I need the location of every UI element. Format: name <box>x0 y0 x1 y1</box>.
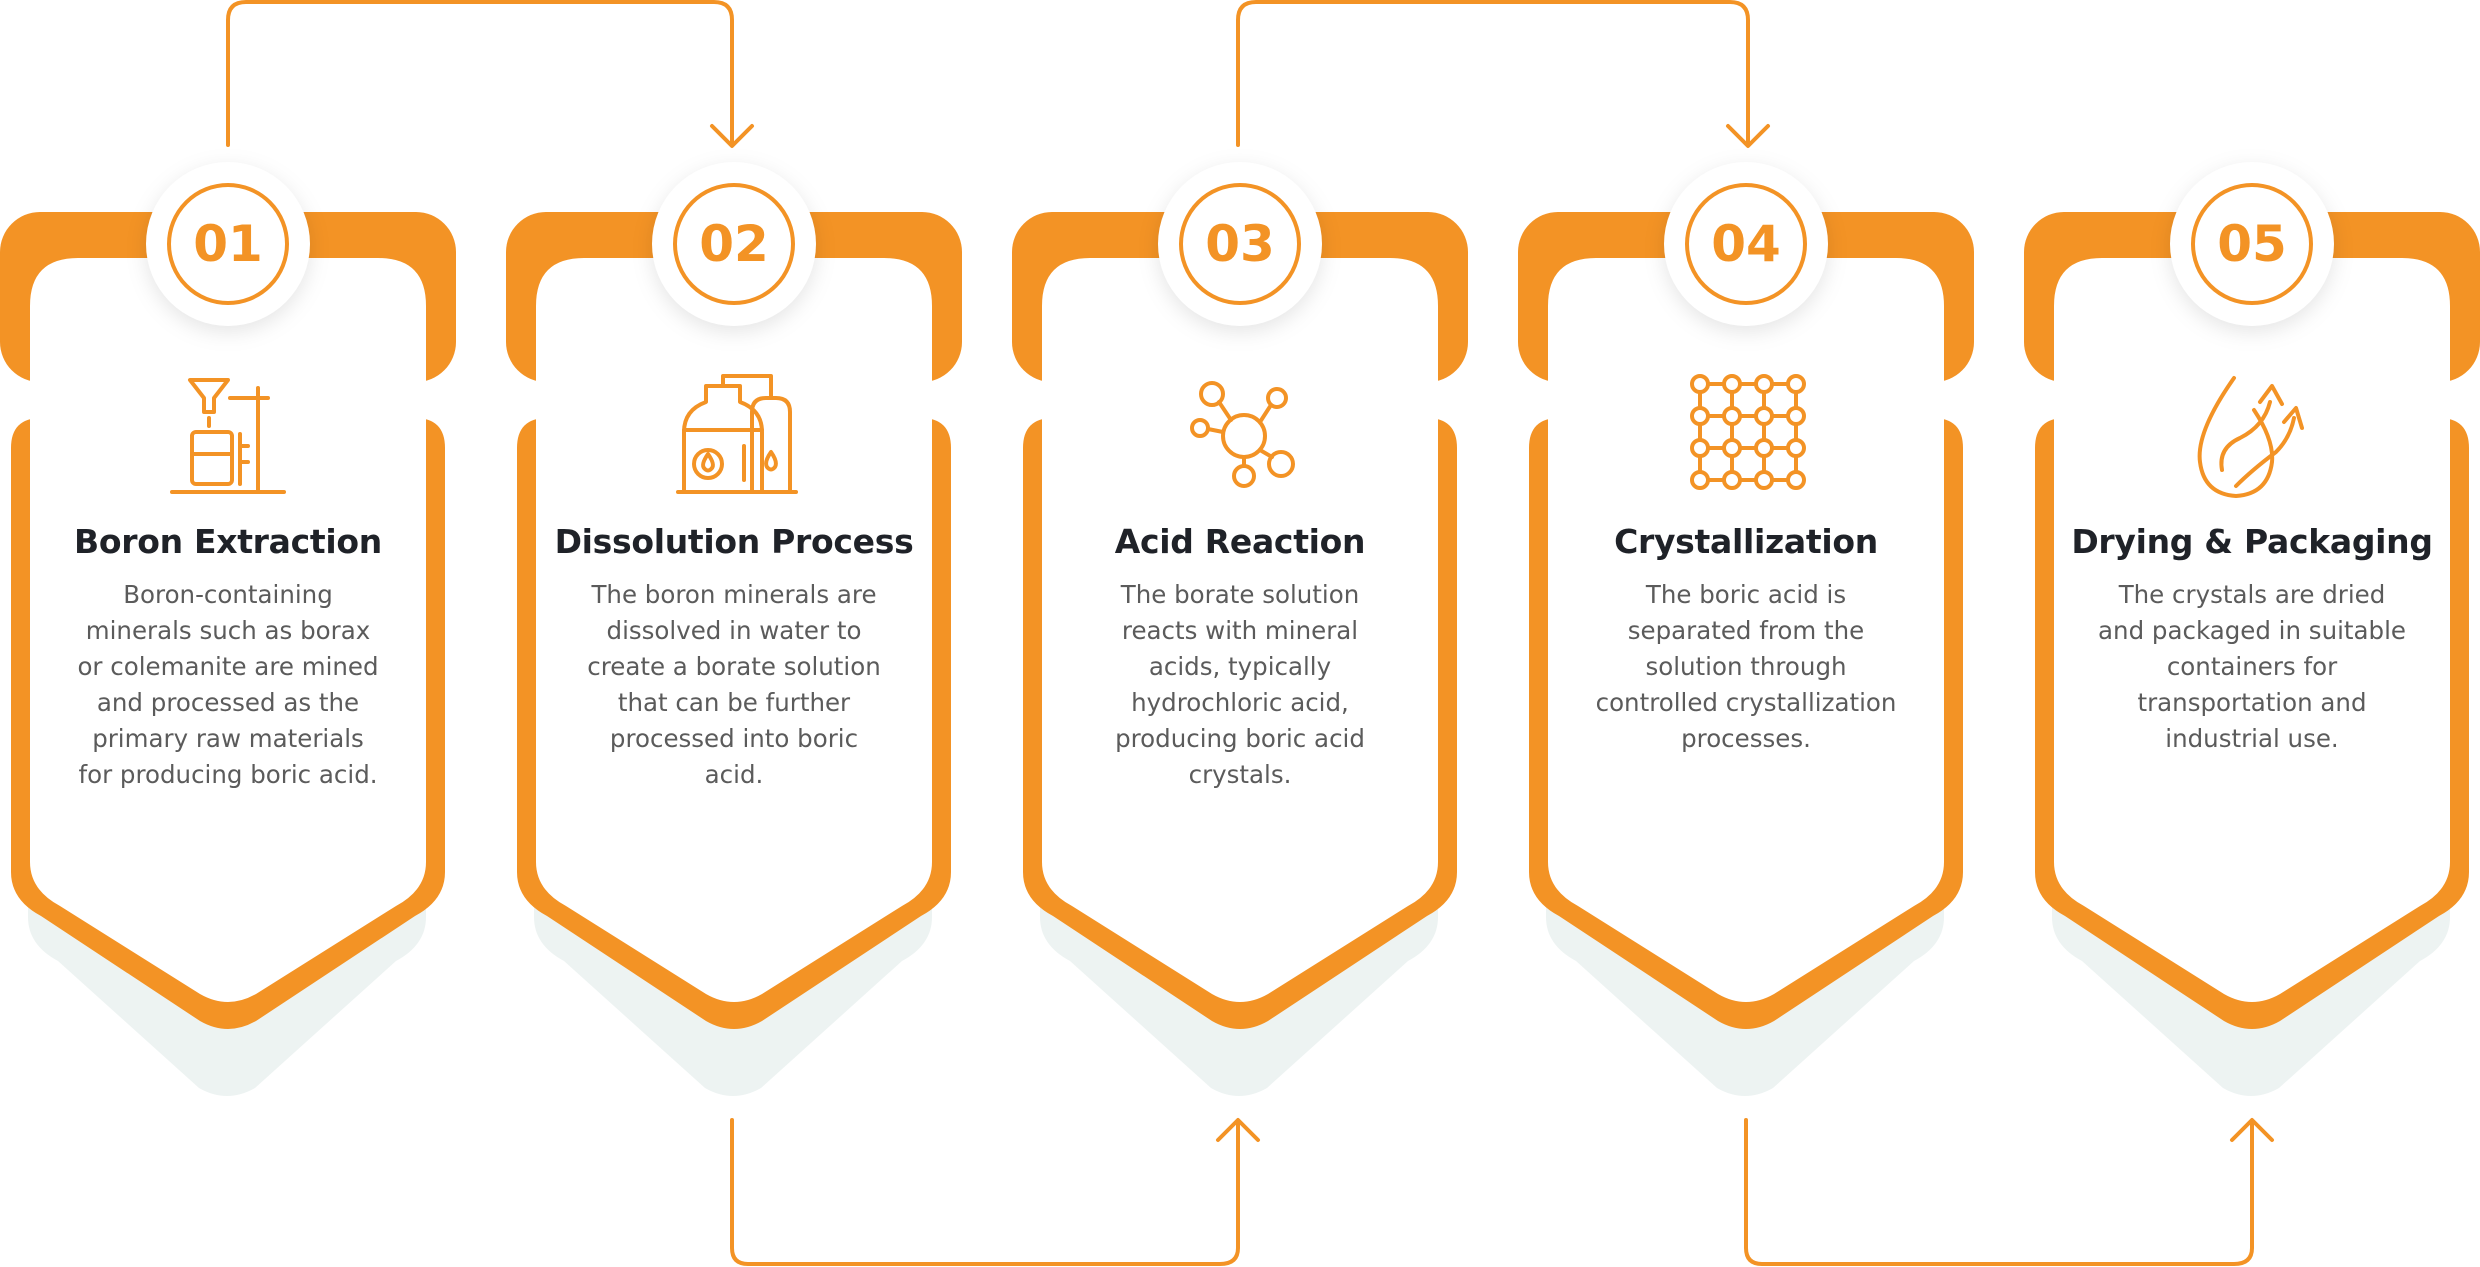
lab-stand-beaker-icon <box>170 378 286 494</box>
step-title-5: Drying & Packaging <box>2071 522 2433 561</box>
step-description-4: The boric acid is separated from the sol… <box>1595 580 1897 753</box>
card-body <box>1548 258 1944 1002</box>
number-badge-ring <box>1685 183 1807 305</box>
number-badge-ring <box>673 183 795 305</box>
step-card-5 <box>2024 162 2480 1096</box>
step-description-3: The borate solution reacts with mineral … <box>1115 580 1365 789</box>
crystal-lattice-icon <box>1690 374 1806 490</box>
flow-connectors <box>226 0 2274 1266</box>
step-number-2: 02 <box>699 215 769 273</box>
step-description-1: Boron-containing minerals such as borax … <box>77 580 379 789</box>
step-description-5: The crystals are dried and packaged in s… <box>2098 580 2406 753</box>
step-title-2: Dissolution Process <box>554 522 914 561</box>
arrowhead-3 <box>1216 1118 1260 1142</box>
step-description-2: The boron minerals are dissolved in wate… <box>587 580 881 789</box>
step-number-5: 05 <box>2217 215 2287 273</box>
connector-4-5 <box>1744 1118 2254 1266</box>
card-body <box>30 258 426 1002</box>
card-body <box>536 258 932 1002</box>
connector-2-3 <box>730 1118 1240 1266</box>
dissolution-tanks-icon <box>676 374 798 494</box>
drop-evaporation-icon <box>2197 376 2304 498</box>
step-cards <box>0 162 2480 1096</box>
molecule-icon <box>1190 381 1295 488</box>
step-number-1: 01 <box>193 215 263 273</box>
step-title-3: Acid Reaction <box>1114 522 1366 561</box>
number-badge-ring <box>1179 183 1301 305</box>
arrowhead-5 <box>2230 1118 2274 1142</box>
card-body <box>1042 258 1438 1002</box>
step-title-4: Crystallization <box>1614 522 1878 561</box>
step-card-2 <box>506 162 962 1096</box>
step-number-3: 03 <box>1205 215 1275 273</box>
step-card-3 <box>1012 162 1468 1096</box>
card-body <box>2054 258 2450 1002</box>
number-badge-ring <box>2191 183 2313 305</box>
arrowhead-4 <box>1726 124 1770 148</box>
step-number-4: 04 <box>1711 215 1781 273</box>
step-card-4 <box>1518 162 1974 1096</box>
step-card-1 <box>0 162 456 1096</box>
connector-3-4 <box>1236 0 1750 147</box>
step-title-1: Boron Extraction <box>74 522 382 561</box>
number-badge-ring <box>167 183 289 305</box>
arrowhead-2 <box>710 124 754 148</box>
connector-1-2 <box>226 0 734 147</box>
